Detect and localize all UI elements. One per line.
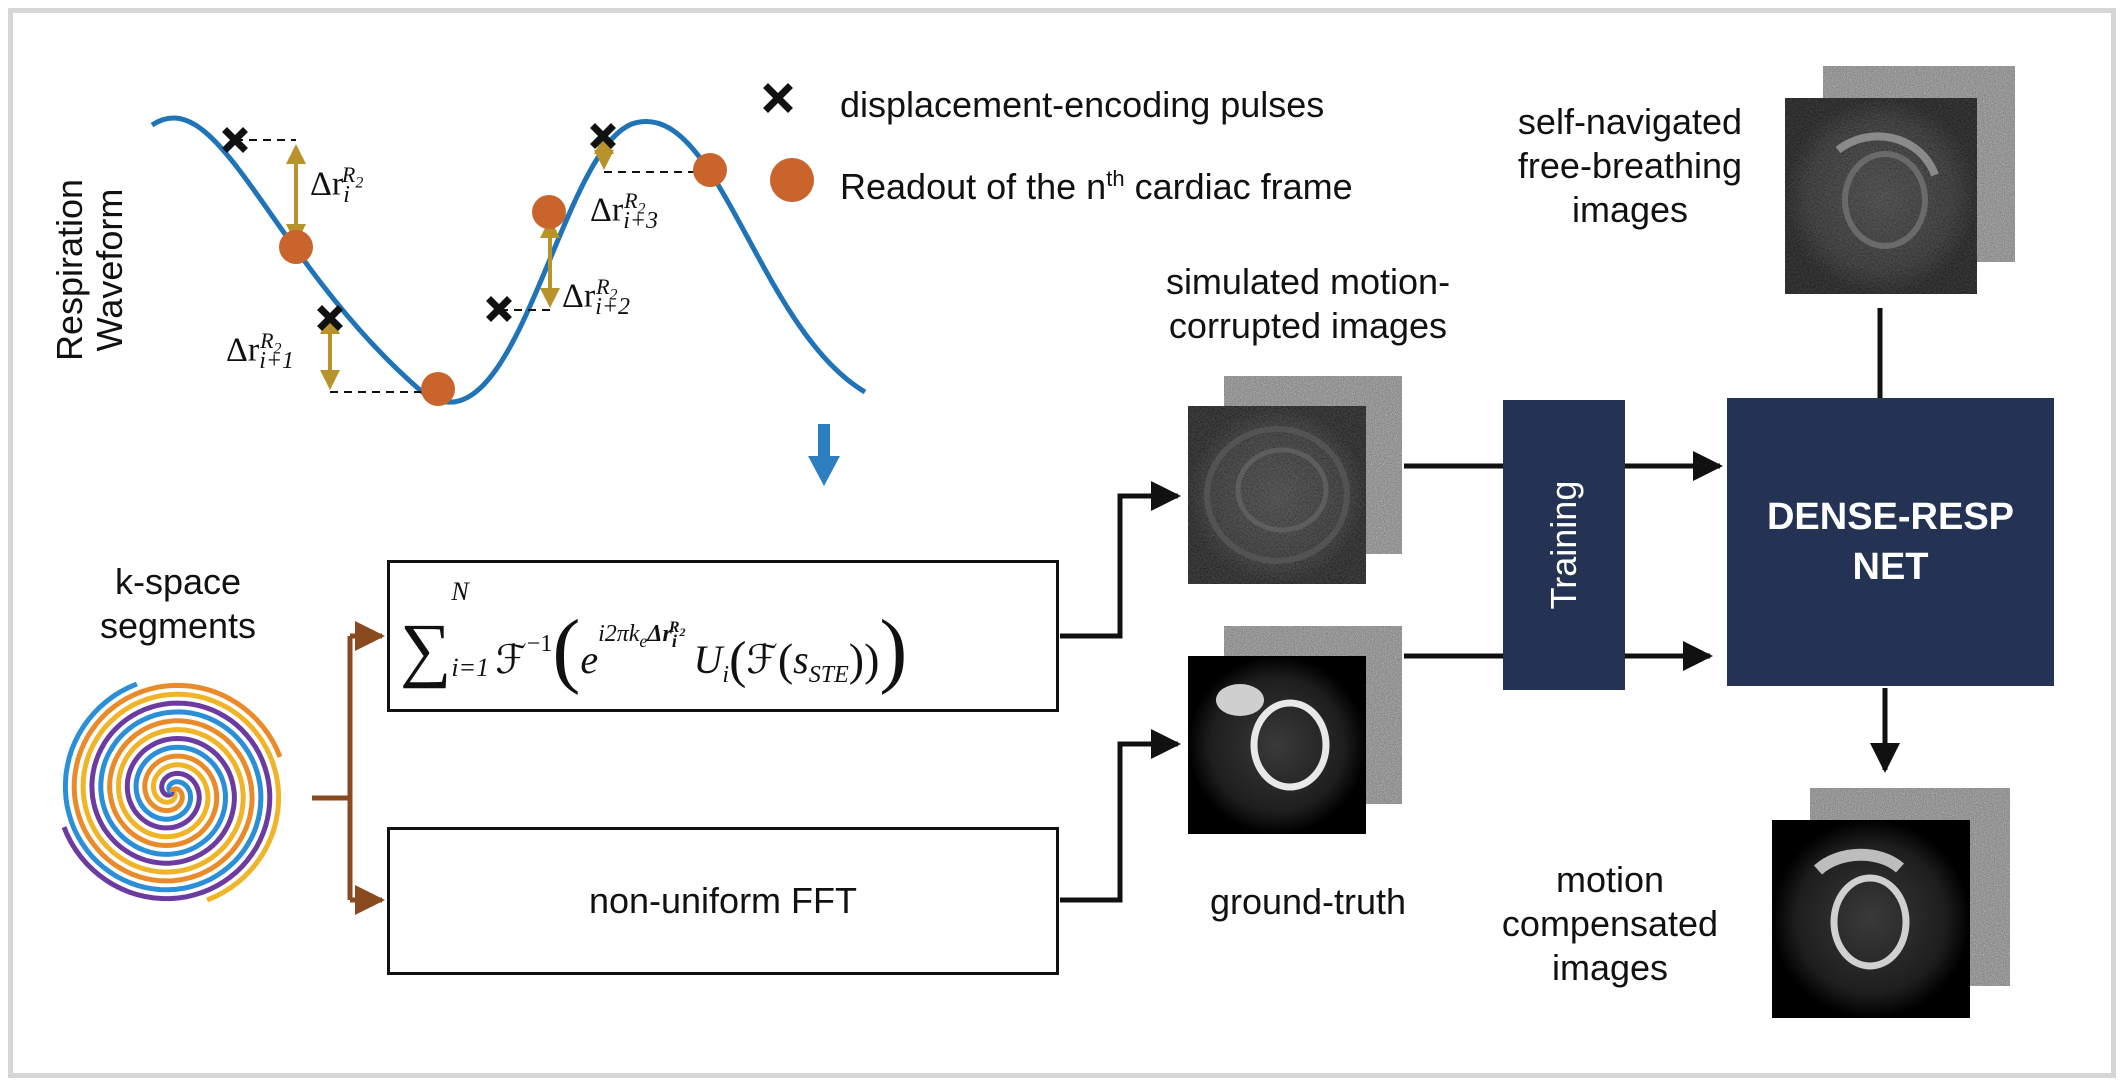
ground-truth-label: ground-truth (1209, 881, 1407, 922)
self-navigated-label-line2: free-breathing (1517, 145, 1743, 186)
ground-truth-image-stack (1188, 626, 1402, 834)
spiral-arm (80, 691, 282, 903)
nufft-box: non-uniform FFT (387, 827, 1059, 975)
motion-compensated-label-line1: motion (1555, 859, 1665, 900)
kspace-label: k-space segments (78, 560, 278, 648)
nufft-label: non-uniform FFT (588, 880, 858, 921)
pulse-markers (222, 83, 793, 331)
training-box: Training (1503, 400, 1625, 690)
down-arrow (808, 424, 840, 486)
respiration-axis-label-line2: Waveform (89, 188, 130, 352)
branch-arrows (312, 621, 385, 915)
readout-dots (279, 153, 814, 406)
dense-resp-net-box: DENSE-RESP NET (1727, 398, 2054, 686)
displacement-arrows (286, 134, 614, 390)
respiration-axis-label: Respiration Waveform (49, 160, 130, 380)
network-label-line2: NET (1852, 546, 1929, 588)
legend-pulses-label: displacement-encoding pulses (840, 84, 1325, 125)
kspace-spiral (61, 681, 283, 903)
motion-compensated-label: motion compensated images (1480, 858, 1740, 990)
simulated-images-label-line1: simulated motion- (1165, 261, 1451, 302)
simulated-images-label: simulated motion- corrupted images (1118, 260, 1498, 348)
motion-compensated-image-stack (1772, 788, 2010, 1018)
delta-label-i3: Δri+3R2 (590, 188, 659, 235)
motion-compensated-label-line2: compensated (1501, 903, 1719, 944)
simulated-images-label-line2: corrupted images (1168, 305, 1448, 346)
kspace-label-line2: segments (99, 605, 257, 646)
spiral-arm (61, 700, 273, 902)
legend-readout-label: Readout of the nth cardiac frame (840, 166, 1353, 207)
delta-label-i1: Δri+1R2 (226, 328, 295, 375)
kspace-label-line1: k-space (114, 561, 242, 602)
simulated-image-stack (1188, 376, 1402, 584)
respiration-axis-label-line1: Respiration (49, 178, 90, 362)
self-navigated-label-line3: images (1571, 189, 1689, 230)
self-navigated-label: self-navigated free-breathing images (1480, 100, 1780, 232)
spiral-arm (71, 682, 283, 884)
motion-compensated-label-line3: images (1551, 947, 1669, 988)
network-label-line1: DENSE-RESP (1766, 496, 2015, 538)
figure-frame (8, 8, 2116, 1078)
network-label: DENSE-RESP NET (1727, 492, 2054, 592)
training-label: Training (1543, 480, 1584, 610)
spiral-arm (62, 681, 264, 893)
self-navigated-image-stack (1785, 66, 2015, 294)
respiration-waveform (150, 115, 867, 405)
delta-label-i2: Δri+2R2 (562, 274, 631, 321)
self-navigated-label-line1: self-navigated (1517, 101, 1743, 142)
delta-label-i: ΔriR2 (310, 162, 364, 209)
